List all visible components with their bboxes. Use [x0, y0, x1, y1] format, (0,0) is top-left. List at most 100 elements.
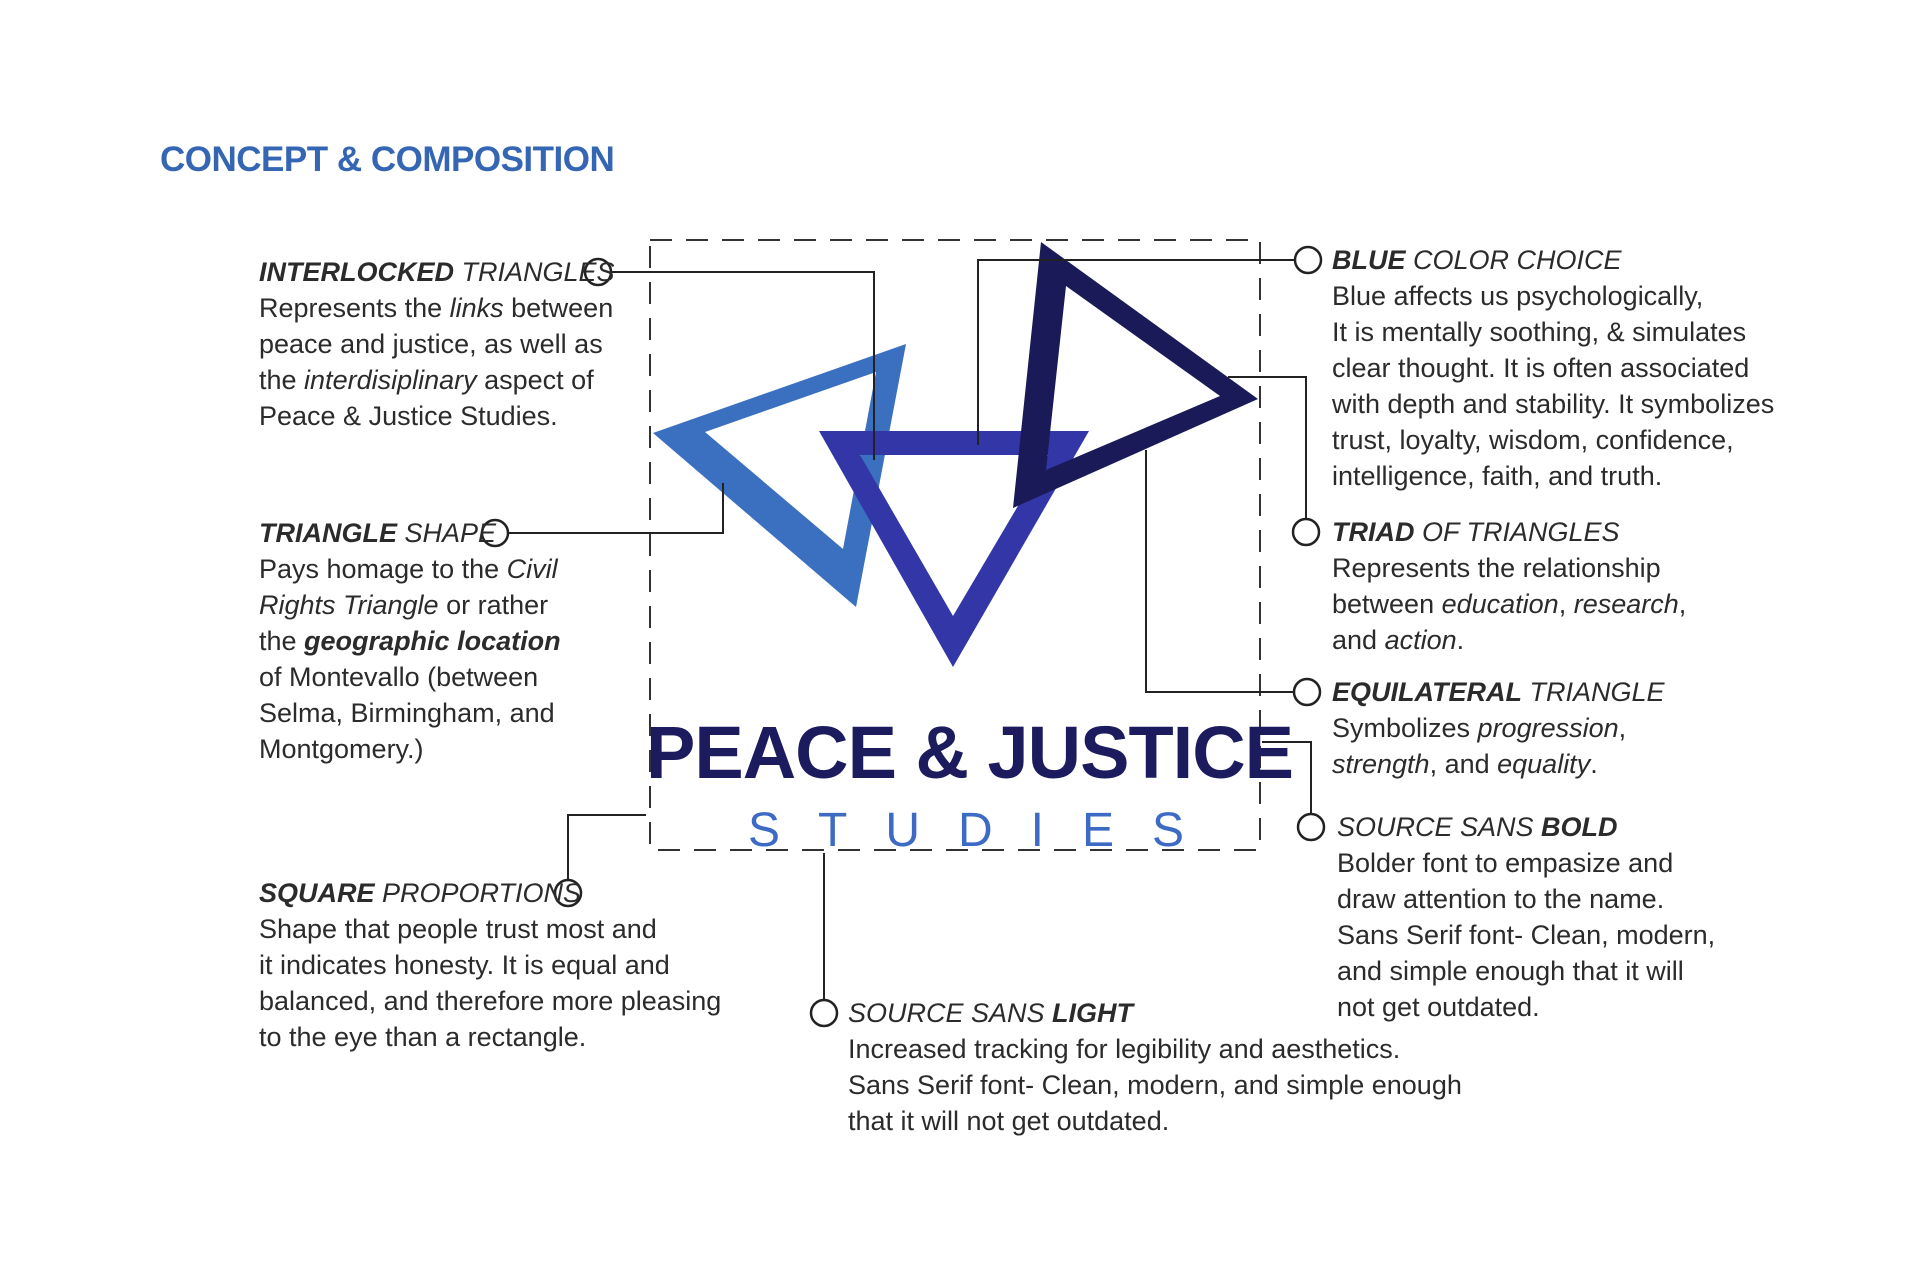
note-text: Sans Serif font- Clean, modern, — [1337, 920, 1716, 950]
marker-sans-bold — [1296, 812, 1326, 842]
note-line: Sans Serif font- Clean, modern, — [1337, 917, 1715, 953]
note-line: Bolder font to empasize and — [1337, 845, 1715, 881]
note-text: the — [259, 626, 305, 656]
emphasis-text: strength — [1332, 749, 1430, 779]
note-line: with depth and stability. It symbolizes — [1332, 386, 1774, 422]
note-text: It is mentally soothing, & simulates — [1332, 317, 1747, 347]
note-line: Peace & Justice Studies. — [259, 398, 615, 434]
note-body: Increased tracking for legibility and ae… — [848, 1031, 1462, 1139]
note-heading-bold: TRIAD — [1332, 517, 1415, 547]
note-text: Symbolizes — [1332, 713, 1478, 743]
logo-name: PEACE & JUSTICE — [646, 711, 1294, 794]
note-text: trust, loyalty, wisdom, confidence, — [1332, 425, 1734, 455]
note-line: Sans Serif font- Clean, modern, and simp… — [848, 1067, 1462, 1103]
note-heading: BLUE COLOR CHOICE — [1332, 242, 1774, 278]
note-text: Pays homage to the — [259, 554, 507, 584]
note-line: clear thought. It is often associated — [1332, 350, 1774, 386]
note-line: Blue affects us psychologically, — [1332, 278, 1774, 314]
note-text: draw attention to the name. — [1337, 884, 1665, 914]
connector-sans-bold — [1262, 741, 1312, 814]
note-line: Symbolizes progression, — [1332, 710, 1665, 746]
note-line: of Montevallo (between — [259, 659, 561, 695]
note-text: aspect of — [476, 365, 594, 395]
emphasis-text: progression — [1477, 713, 1619, 743]
note-body: Blue affects us psychologically, It is me… — [1332, 278, 1774, 494]
connector-square — [567, 814, 646, 880]
note-line: It is mentally soothing, & simulates — [1332, 314, 1774, 350]
interlocked-triangles — [653, 242, 1258, 667]
note-heading: TRIAD OF TRIANGLES — [1332, 514, 1686, 550]
note-heading-bold: INTERLOCKED — [259, 257, 454, 287]
note-line: intelligence, faith, and truth. — [1332, 458, 1774, 494]
note-text: that it will not get outdated. — [848, 1106, 1170, 1136]
note-text: between — [1332, 589, 1442, 619]
note-text: peace and justice, as well as — [259, 329, 603, 359]
note-line: and simple enough that it will — [1337, 953, 1715, 989]
emphasis-text: interdisiplinary — [304, 365, 477, 395]
logo-subtitle: STUDIES — [748, 804, 1223, 857]
note-body: Bolder font to empasize and draw attentio… — [1337, 845, 1715, 1025]
note-line: between education, research, — [1332, 586, 1686, 622]
note-line: peace and justice, as well as — [259, 326, 615, 362]
note-heading-bold: BOLD — [1541, 812, 1618, 842]
note-body: Symbolizes progression,strength, and equ… — [1332, 710, 1665, 782]
note-line: Represents the relationship — [1332, 550, 1686, 586]
emphasis-text: Rights Triangle — [259, 590, 439, 620]
note-text: with depth and stability. It symbolizes — [1332, 389, 1775, 419]
note-heading: SOURCE SANS LIGHT — [848, 995, 1462, 1031]
note-heading-bold: LIGHT — [1052, 998, 1134, 1028]
note-text: Sans Serif font- Clean, modern, and simp… — [848, 1070, 1462, 1100]
note-line: strength, and equality. — [1332, 746, 1665, 782]
note-text: of Montevallo (between — [259, 662, 539, 692]
page-title: CONCEPT & COMPOSITION — [160, 140, 615, 179]
note-text: Montgomery.) — [259, 734, 424, 764]
marker-equilateral — [1292, 677, 1322, 707]
note-text: or rather — [438, 590, 549, 620]
note-line: draw attention to the name. — [1337, 881, 1715, 917]
note-text: and simple enough that it will — [1337, 956, 1684, 986]
note-text: . — [1456, 625, 1465, 655]
note-line: it indicates honesty. It is equal and — [259, 947, 721, 983]
emphasis-text: equality — [1497, 749, 1591, 779]
note-text: Selma, Birmingham, and — [259, 698, 555, 728]
triangle-dark — [1013, 242, 1258, 508]
note-text: Represents the relationship — [1332, 553, 1661, 583]
note-heading: SQUARE PROPORTIONS — [259, 875, 721, 911]
marker-interlocked — [583, 257, 613, 287]
emphasis-text: Civil — [506, 554, 558, 584]
note-text: , — [1678, 589, 1687, 619]
note-heading: SOURCE SANS BOLD — [1337, 809, 1715, 845]
marker-sans-light — [809, 998, 839, 1028]
note-line: trust, loyalty, wisdom, confidence, — [1332, 422, 1774, 458]
connector-interlocked — [612, 271, 875, 460]
note-heading-text: OF TRIANGLES — [1414, 517, 1620, 547]
note-text: Bolder font to empasize and — [1337, 848, 1674, 878]
note-text: , — [1558, 589, 1574, 619]
note-heading-bold: BLUE — [1332, 245, 1406, 275]
note-text: it indicates honesty. It is equal and — [259, 950, 670, 980]
note-square-proportions: SQUARE PROPORTIONS Shape that people tru… — [259, 875, 721, 1055]
note-text: , — [1618, 713, 1627, 743]
note-line: and action. — [1332, 622, 1686, 658]
note-text: , and — [1429, 749, 1498, 779]
note-text: Blue affects us psychologically, — [1332, 281, 1704, 311]
note-line: Shape that people trust most and — [259, 911, 721, 947]
note-text: Peace & Justice Studies. — [259, 401, 558, 431]
note-text: the — [259, 365, 305, 395]
note-heading-text: TRIANGLE — [1522, 677, 1665, 707]
square-frame — [649, 239, 1261, 851]
note-heading-text: SHAPE — [397, 518, 497, 548]
connector-equilateral — [1145, 450, 1294, 693]
note-text: and — [1332, 625, 1385, 655]
connector-triad — [1228, 376, 1307, 520]
note-line: Selma, Birmingham, and — [259, 695, 561, 731]
note-text: balanced, and therefore more pleasing — [259, 986, 722, 1016]
note-text: clear thought. It is often associated — [1332, 353, 1750, 383]
